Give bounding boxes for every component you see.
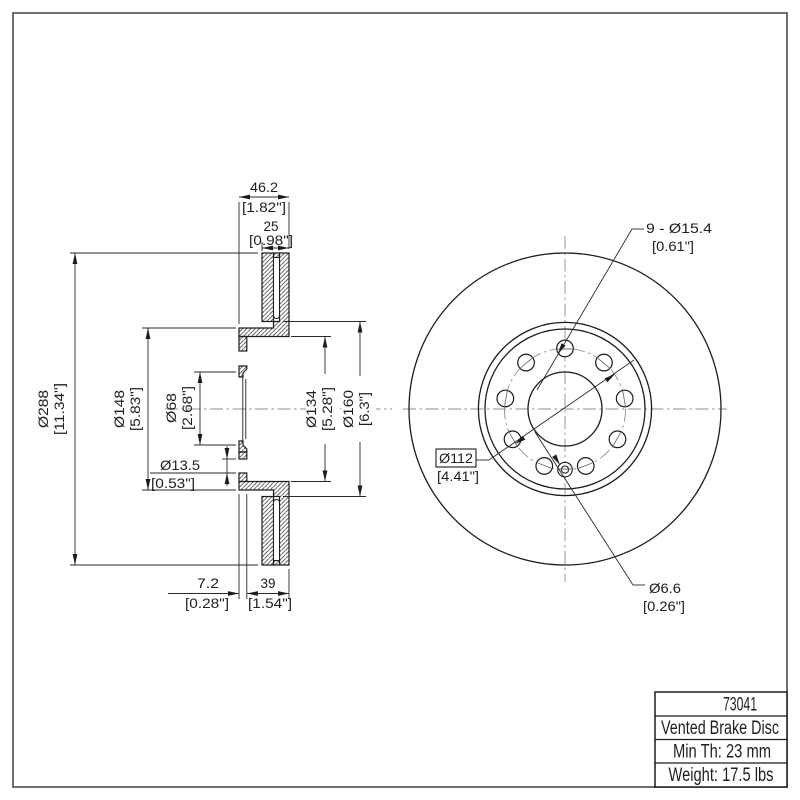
dim-outer-diameter-mm: Ø288 [35,390,51,428]
dim-pin-hole-in: [0.26"] [643,598,685,614]
section-hat-wall-2 [238,365,248,378]
dim-hat-depth-in: [1.54"] [248,595,292,611]
front-flange-circle [484,328,646,490]
dim-wall-thickness-in: [0.28"] [185,595,229,611]
page-border [12,12,788,788]
section-hat-wall-5 [238,472,248,483]
dim-inner-diameter-in: [5.28"] [319,387,335,431]
bolt-circle-dim-box [435,448,477,468]
dim-bolt-circle-mm: Ø112 [439,450,473,466]
dim-flange-diameter-in: [5.83"] [127,387,143,431]
dim-total-width-in: [1.82"] [242,199,286,215]
dim-wall-thickness-mm: 7.2 [197,575,219,591]
bolt-holes [496,339,634,475]
dim-screw-hole-mm: Ø13.5 [160,457,200,473]
dim-plates-in: [0.98"] [249,232,293,248]
dim-screw-hole-in: [0.53"] [151,475,195,491]
section-rim-top [272,252,281,259]
min-thickness: Min Th: 23 mm [673,742,771,763]
dim-bore-diameter-in: [2.68"] [179,386,195,430]
dim-total-width-mm: 46.2 [250,179,278,195]
section-hat-wall-1 [238,335,248,352]
section-inboard-plate-bottom [261,495,275,566]
front-outer-diameter-circle [408,252,722,566]
section-rim-bottom [272,559,281,566]
dim-bolt-holes-in: [0.61"] [652,238,694,254]
front-view [408,252,722,566]
weight: Weight: 17.5 lbs [669,765,774,786]
product-name: Vented Brake Disc [661,718,779,739]
section-outboard-plate-bottom [238,480,290,566]
dim-hub-diameter-in: [6.3"] [356,392,372,426]
dim-bolt-circle-in: [4.41"] [437,468,479,484]
section-outboard-plate-top [238,252,290,338]
dim-bore-diameter-mm: Ø68 [163,393,179,423]
section-vent-slot-top [273,257,280,320]
dim-bolt-holes-mm: 9 - Ø15.4 [646,220,712,236]
part-number: 73041 [723,695,757,716]
label-backer [343,376,376,442]
section-hat-wall-3 [238,440,248,453]
dim-flange-diameter-mm: Ø148 [111,390,127,428]
section-inboard-plate-top [261,252,275,323]
dim-plates-mm: 25 [264,218,279,234]
bolt-circle-chords [503,348,627,470]
dim-pin-hole-mm: Ø6.6 [649,580,681,596]
dim-hat-depth-mm: 39 [261,575,276,591]
section-hat-wall-4 [238,451,248,460]
front-center-bore-circle [527,371,603,447]
dim-hub-diameter-mm: Ø160 [340,390,356,428]
section-view [238,252,290,566]
dimension-lines [70,196,645,599]
label-backer [306,374,340,444]
front-hub-circle [477,321,653,497]
dim-outer-diameter-in: [11.34"] [51,383,67,435]
title-block: 73041 Vented Brake Disc Min Th: 23 mm We… [654,691,788,788]
centerlines [165,236,727,582]
dim-inner-diameter-mm: Ø134 [303,390,319,428]
section-vent-slot-bottom [273,498,280,561]
dimension-labels: 46.2 [1.82"] 25 [0.98"] Ø288 [11.34"] Ø1… [35,179,712,614]
